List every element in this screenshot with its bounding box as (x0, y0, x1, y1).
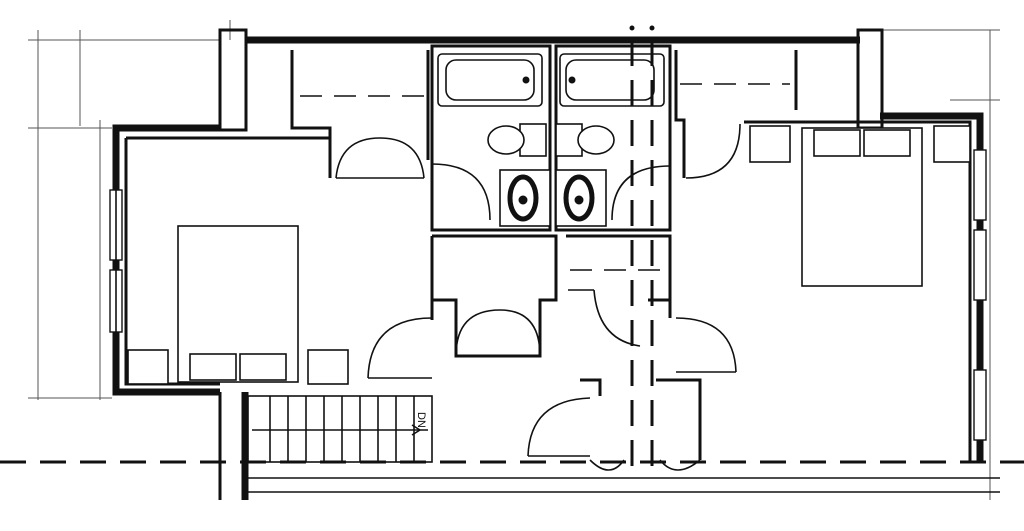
left-bedroom (127, 225, 349, 385)
left-closet (290, 50, 430, 179)
bedroom-doors (367, 300, 737, 379)
right-bedroom (749, 125, 971, 287)
landing (527, 378, 702, 471)
center-dash-lines (629, 25, 655, 470)
left-bath (430, 44, 552, 232)
stair-direction-label: DN (415, 412, 427, 428)
windows (109, 149, 987, 441)
hall-closets (430, 234, 672, 358)
right-closet (674, 50, 798, 179)
lower-floor-edge (245, 477, 1000, 493)
exterior-walls (112, 28, 984, 500)
stairs (247, 395, 433, 463)
